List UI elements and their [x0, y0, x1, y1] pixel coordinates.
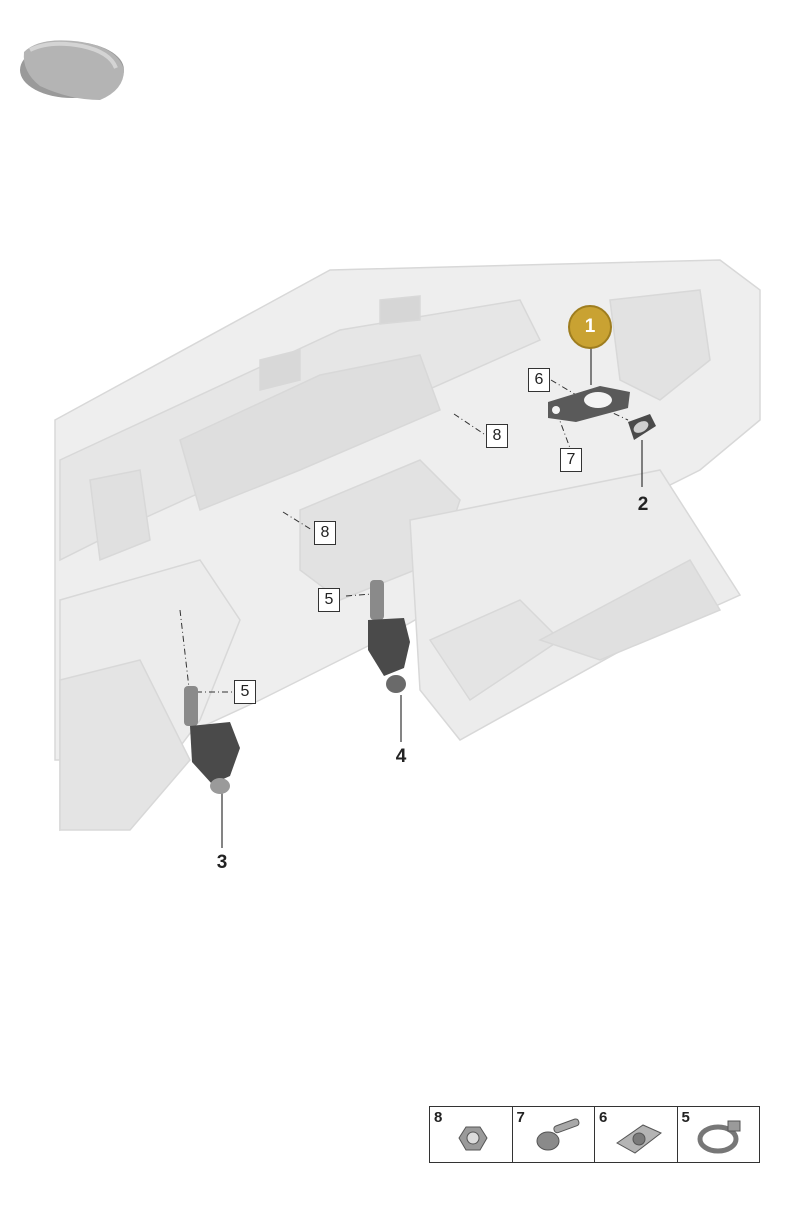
legend-cell-7: 7 — [513, 1107, 595, 1162]
part-4-sensor — [368, 580, 410, 693]
part-label-4: 4 — [395, 746, 407, 767]
dashboard-structure — [54, 259, 761, 832]
fastener-legend: 8 7 6 5 — [429, 1106, 760, 1163]
box-label-5-center: 5 — [318, 588, 340, 612]
legend-number: 6 — [599, 1109, 608, 1126]
legend-cell-8: 8 — [430, 1107, 513, 1162]
part-1-bracket — [548, 386, 630, 422]
part-leaders — [221, 345, 643, 848]
legend-number: 8 — [434, 1109, 443, 1126]
box-label-8-left: 8 — [314, 521, 336, 545]
box-label-6: 6 — [528, 368, 550, 392]
legend-number: 5 — [681, 1109, 690, 1126]
legend-number: 7 — [516, 1109, 525, 1126]
vehicle-thumbnail-icon — [20, 40, 124, 100]
box-label-5-left: 5 — [234, 680, 256, 704]
legend-cell-5: 5 — [678, 1107, 760, 1162]
box-label-7: 7 — [560, 448, 582, 472]
part-label-2: 2 — [637, 494, 649, 515]
leader-lines — [179, 379, 629, 693]
bolt-icon — [536, 1118, 579, 1151]
part-label-3: 3 — [216, 852, 228, 873]
callout-part-1[interactable]: 1 — [568, 305, 612, 349]
hose-clamp-icon — [697, 1120, 740, 1154]
part-3-sensor — [184, 686, 240, 794]
legend-cell-6: 6 — [595, 1107, 678, 1162]
clip-nut-icon — [616, 1124, 662, 1154]
box-label-8-right: 8 — [486, 424, 508, 448]
nut-icon — [458, 1126, 488, 1151]
part-2-grommet — [628, 414, 656, 440]
